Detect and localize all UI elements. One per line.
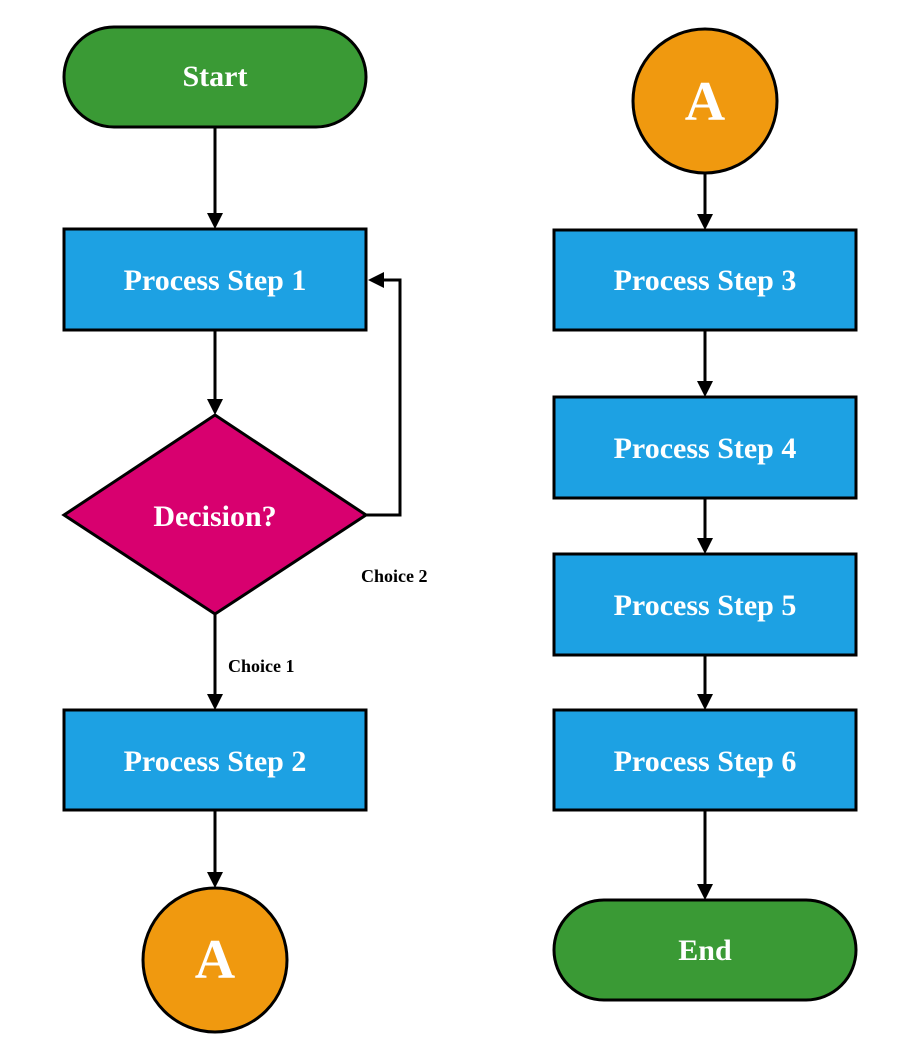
arrowhead bbox=[697, 694, 713, 710]
arrowhead bbox=[697, 538, 713, 554]
node-connector-in-a[interactable]: A bbox=[631, 27, 779, 175]
edge-start-to-step1 bbox=[207, 127, 223, 229]
edge-step2-to-connector bbox=[207, 810, 223, 888]
connector-shape bbox=[631, 27, 779, 175]
edge-label-choice-1: Choice 1 bbox=[228, 656, 295, 676]
terminal-shape bbox=[552, 898, 858, 1002]
node-start[interactable]: Start bbox=[62, 25, 368, 129]
node-decision[interactable]: Decision? bbox=[61, 413, 369, 616]
process-shape bbox=[552, 708, 858, 812]
edges bbox=[207, 127, 713, 900]
arrowhead bbox=[207, 213, 223, 229]
edge-step6-to-end bbox=[697, 810, 713, 900]
arrowhead bbox=[207, 872, 223, 888]
node-label: Process Step 3 bbox=[614, 264, 797, 297]
node-label: A bbox=[685, 71, 726, 133]
edge-decision-to-step1 bbox=[366, 272, 402, 517]
edge-step4-to-step5 bbox=[697, 498, 713, 554]
edge-step5-to-step6 bbox=[697, 655, 713, 710]
edge-connector-to-step3 bbox=[697, 173, 713, 230]
arrowhead bbox=[207, 694, 223, 710]
process-shape bbox=[62, 227, 368, 332]
node-process-step-1[interactable]: Process Step 1 bbox=[62, 227, 368, 332]
arrowhead bbox=[207, 399, 223, 415]
node-end[interactable]: End bbox=[552, 898, 858, 1002]
node-process-step-2[interactable]: Process Step 2 bbox=[62, 708, 368, 812]
node-label: Process Step 4 bbox=[614, 432, 797, 465]
node-label: Decision? bbox=[153, 500, 276, 533]
node-process-step-3[interactable]: Process Step 3 bbox=[552, 228, 858, 332]
arrowhead bbox=[697, 381, 713, 397]
node-connector-out-a[interactable]: A bbox=[141, 886, 289, 1034]
edge-decision-to-step2 bbox=[207, 614, 223, 710]
process-shape bbox=[552, 228, 858, 332]
node-label: Process Step 6 bbox=[614, 745, 797, 778]
node-label: Process Step 1 bbox=[124, 264, 307, 297]
node-process-step-4[interactable]: Process Step 4 bbox=[552, 395, 858, 500]
node-process-step-6[interactable]: Process Step 6 bbox=[552, 708, 858, 812]
process-shape bbox=[62, 708, 368, 812]
node-label: Start bbox=[183, 60, 248, 93]
decision-shape bbox=[61, 413, 369, 616]
node-label: End bbox=[678, 934, 732, 967]
arrowhead bbox=[697, 214, 713, 230]
arrowhead bbox=[368, 272, 384, 288]
connector-shape bbox=[141, 886, 289, 1034]
edge-step1-to-decision bbox=[207, 330, 223, 415]
node-label: Process Step 2 bbox=[124, 745, 307, 778]
node-label: A bbox=[195, 929, 236, 991]
process-shape bbox=[552, 395, 858, 500]
edge-step3-to-step4 bbox=[697, 330, 713, 397]
arrowhead bbox=[697, 884, 713, 900]
node-label: Process Step 5 bbox=[614, 589, 797, 622]
process-shape bbox=[552, 552, 858, 657]
edge-label-choice-2: Choice 2 bbox=[361, 566, 428, 586]
terminal-shape bbox=[62, 25, 368, 129]
node-process-step-5[interactable]: Process Step 5 bbox=[552, 552, 858, 657]
